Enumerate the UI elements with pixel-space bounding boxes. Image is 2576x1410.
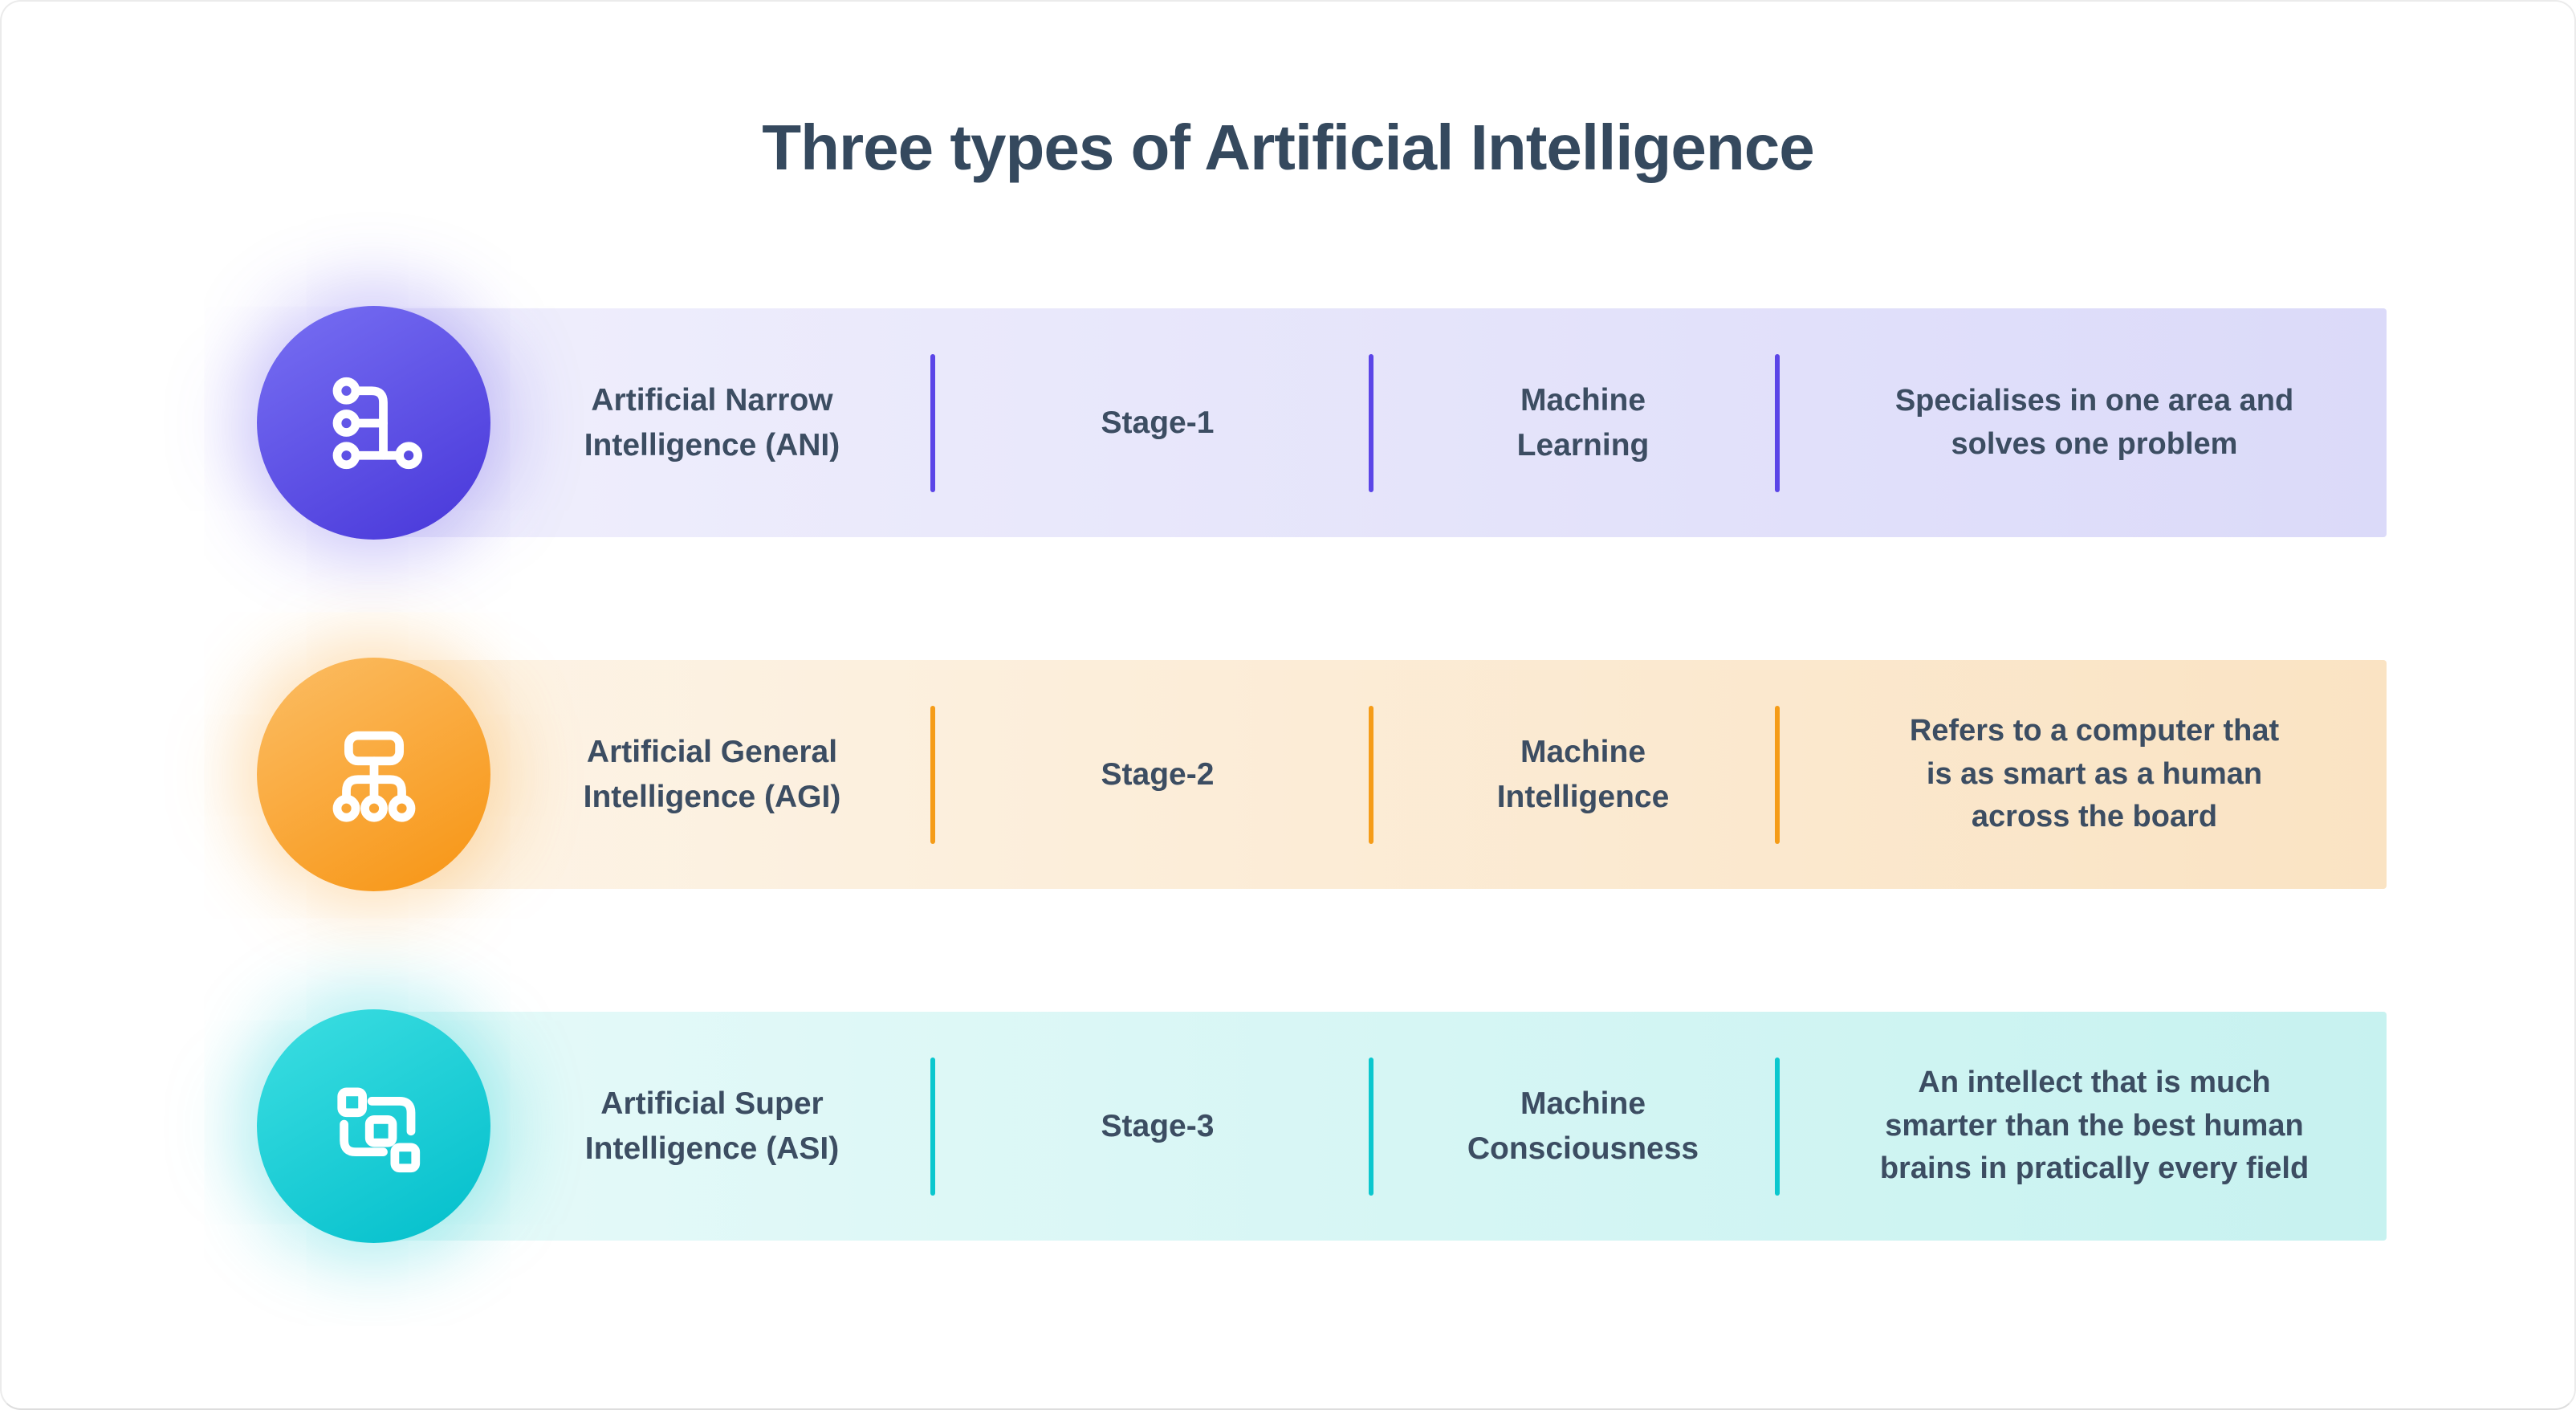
description-text: An intellect that is much smarter than t… bbox=[1879, 1065, 2309, 1186]
divider-line bbox=[930, 1057, 935, 1196]
asi-row: Artificial Super Intelligence (ASI) Stag… bbox=[2, 1009, 2574, 1243]
divider-line bbox=[1775, 705, 1780, 844]
stage-label: Stage-2 bbox=[1101, 756, 1215, 792]
sitemap-icon bbox=[332, 731, 415, 822]
machine-label: Machine Learning bbox=[1516, 383, 1650, 463]
ani-row: Artificial Narrow Intelligence (ANI) Sta… bbox=[2, 306, 2574, 540]
divider-line bbox=[930, 353, 935, 492]
asi-band bbox=[372, 1012, 2387, 1241]
ani-band bbox=[372, 308, 2387, 537]
agi-row: Artificial General Intelligence (AGI) St… bbox=[2, 658, 2574, 891]
ai-type-name: Artificial Super Intelligence (ASI) bbox=[584, 1086, 840, 1166]
divider-line bbox=[1369, 705, 1373, 844]
ai-type-name: Artificial Narrow Intelligence (ANI) bbox=[584, 383, 840, 463]
divider-line bbox=[1369, 353, 1373, 492]
ani-icon-badge bbox=[257, 306, 490, 540]
description-text: Specialises in one area and solves one p… bbox=[1894, 383, 2294, 461]
ai-type-name: Artificial General Intelligence (AGI) bbox=[583, 735, 841, 814]
branch-nodes-icon bbox=[332, 377, 422, 469]
agi-icon-badge bbox=[257, 658, 490, 891]
divider-line bbox=[930, 705, 935, 844]
divider-line bbox=[1775, 353, 1780, 492]
workflow-squares-icon bbox=[336, 1086, 420, 1172]
divider-line bbox=[1369, 1057, 1373, 1196]
stage-label: Stage-1 bbox=[1101, 405, 1215, 440]
asi-icon-badge bbox=[257, 1009, 490, 1243]
stage-label: Stage-3 bbox=[1101, 1108, 1215, 1143]
agi-band bbox=[372, 660, 2387, 889]
machine-label: Machine Consciousness bbox=[1467, 1086, 1699, 1166]
description-text: Refers to a computer that is as smart as… bbox=[1909, 713, 2280, 834]
machine-label: Machine Intelligence bbox=[1496, 735, 1670, 814]
divider-line bbox=[1775, 1057, 1780, 1196]
page-title: Three types of Artificial Intelligence bbox=[762, 112, 1814, 183]
